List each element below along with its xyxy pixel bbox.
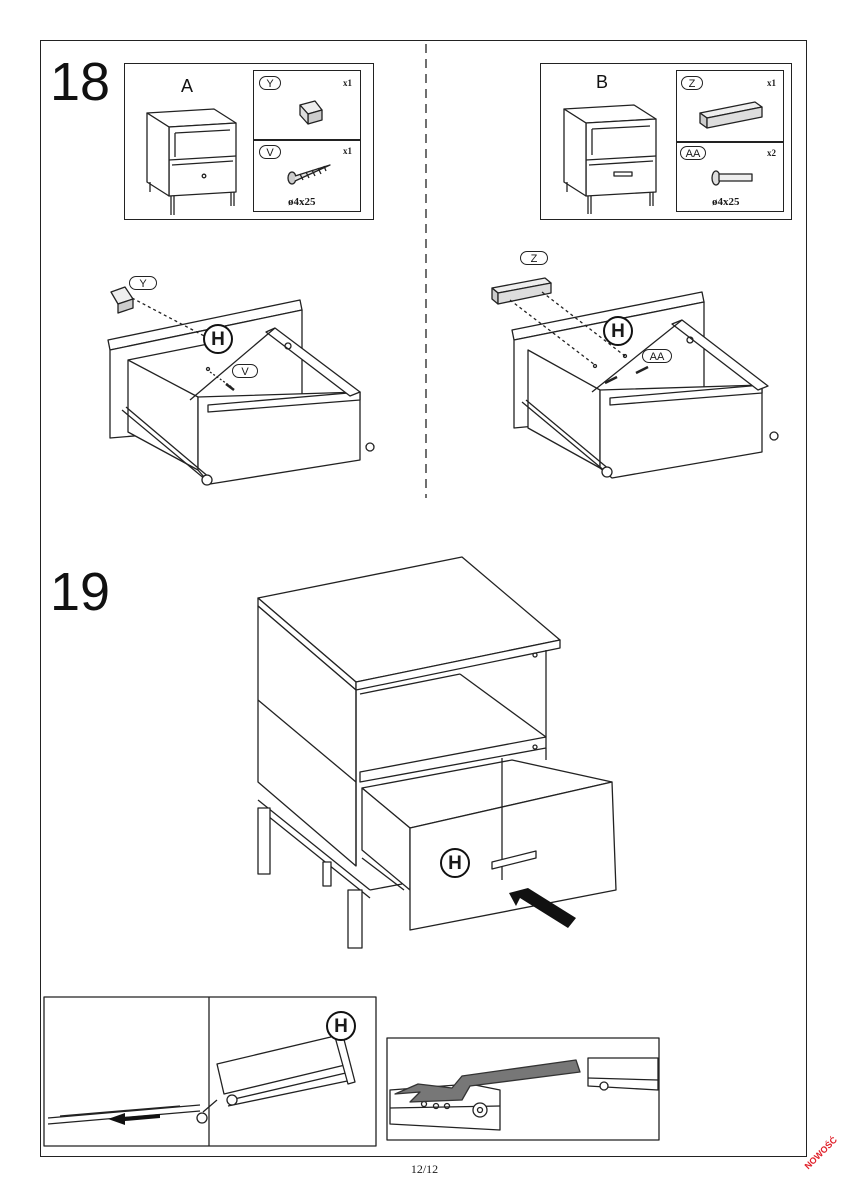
callout-z: Z xyxy=(520,251,548,265)
drawer-a-illustration xyxy=(107,286,375,486)
handle-z-icon xyxy=(699,101,763,129)
callout-h-b: H xyxy=(603,316,633,346)
callout-y: Y xyxy=(129,276,157,290)
page-number: 12/12 xyxy=(410,1162,439,1176)
part-z-tag: Z xyxy=(681,76,703,90)
callout-h-detail: H xyxy=(326,1011,356,1041)
part-aa-qty: x2 xyxy=(767,148,776,158)
bolt-aa-icon xyxy=(711,170,753,186)
push-arrow xyxy=(509,888,576,928)
rail-detail-left xyxy=(47,1104,208,1125)
part-aa-tag: AA xyxy=(680,146,706,160)
part-y-qty: x1 xyxy=(343,78,352,88)
mini-cabinet-a-icon xyxy=(146,108,237,215)
variant-a-label: A xyxy=(181,76,194,96)
mini-cabinet-b-icon xyxy=(563,104,657,214)
callout-h-a: H xyxy=(203,324,233,354)
callout-h-drawer: H xyxy=(440,848,470,878)
part-v-qty: x1 xyxy=(343,146,352,156)
step-18-number: 18 xyxy=(50,52,111,112)
rail-detail-slide xyxy=(389,1057,659,1131)
drawer-b-illustration xyxy=(491,277,779,479)
knob-y-icon xyxy=(299,100,323,125)
callout-v: V xyxy=(232,364,258,378)
part-v-size: ø4x25 xyxy=(288,196,316,208)
step-19-number: 19 xyxy=(50,562,111,622)
variant-b-label: B xyxy=(596,72,609,92)
screw-v-icon xyxy=(287,164,331,185)
cabinet-assembly-illustration xyxy=(257,556,617,949)
part-aa-size: ø4x25 xyxy=(712,196,740,208)
part-y-tag: Y xyxy=(259,76,281,90)
part-z-qty: x1 xyxy=(767,78,776,88)
part-v-tag: V xyxy=(259,145,281,159)
page-frame xyxy=(40,40,807,1157)
callout-aa: AA xyxy=(642,349,672,363)
